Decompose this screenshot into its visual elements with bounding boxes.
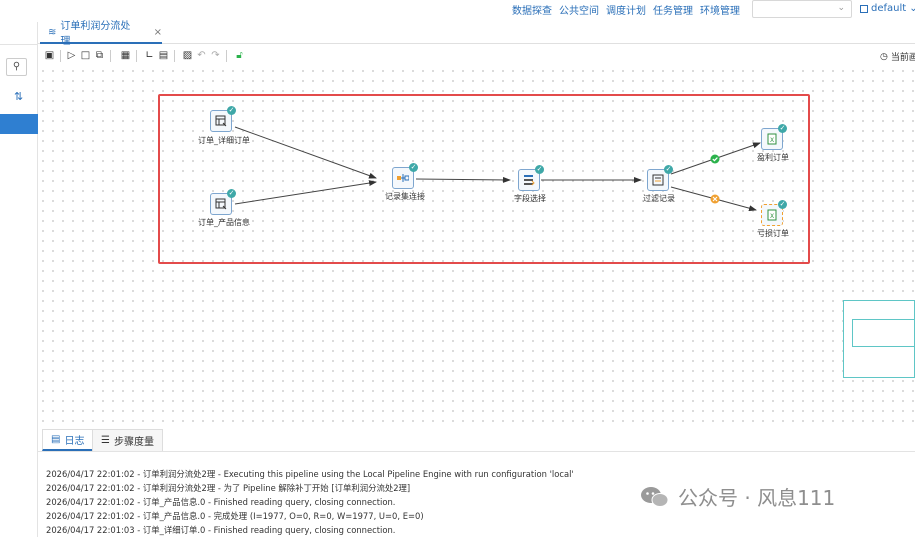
watermark-text: 公众号 · 风息111 — [678, 486, 836, 510]
preview-icon[interactable]: ⧉ — [95, 50, 104, 61]
log-icon: ▤ — [51, 434, 61, 445]
workspace-select[interactable]: default ⌄ — [860, 3, 915, 14]
check-icon: ✓ — [535, 165, 544, 174]
toolbar-separator — [174, 50, 175, 62]
step-table-input-detail[interactable]: ✓ — [210, 106, 236, 132]
undo-icon[interactable]: ↶ — [197, 50, 206, 61]
nav-public-space[interactable]: 公共空间 — [559, 6, 599, 17]
step-label: 字段选择 — [514, 194, 546, 203]
step-label: 订单_详细订单 — [198, 136, 250, 145]
table-input-icon — [215, 115, 227, 127]
toolbar-separator — [136, 50, 137, 62]
clock-icon: ◷ — [880, 51, 888, 62]
search-icon[interactable]: ⚲ — [6, 58, 27, 76]
nav-task-management[interactable]: 任务管理 — [653, 6, 693, 17]
highlight-box — [158, 94, 810, 264]
save-icon[interactable]: ▣ — [44, 50, 55, 61]
close-icon[interactable]: × — [153, 26, 162, 38]
selected-tree-item[interactable] — [0, 114, 38, 134]
log-panel: 2026/04/17 22:01:02 - 订单利润分流处2理 - Execut… — [38, 452, 915, 537]
stop-icon[interactable]: □ — [80, 50, 91, 61]
merge-join-icon — [397, 174, 409, 182]
hop-merge-to-select — [415, 176, 511, 183]
tab-pipeline[interactable]: ≋ 订单利润分流处理 × — [40, 21, 162, 47]
left-panel-divider — [0, 44, 38, 45]
minimap-viewport[interactable] — [852, 319, 915, 347]
grid-icon[interactable]: ▤ — [158, 50, 169, 61]
top-navigation: 数据探查 公共空间 调度计划 任务管理 环境管理 ⌄ default ⌄ — [0, 0, 915, 22]
workspace-icon — [860, 4, 868, 13]
log-line: 2026/04/17 22:01:02 - 订单_产品信息.0 - Finish… — [46, 497, 396, 507]
step-excel-output-profit[interactable]: X ✓ — [761, 124, 787, 150]
hop-product-to-merge — [234, 180, 377, 205]
toolbar-separator — [60, 50, 61, 62]
environment-select[interactable]: ⌄ — [752, 0, 852, 18]
top-nav-links: 数据探查 公共空间 调度计划 任务管理 环境管理 — [512, 2, 740, 17]
chevron-down-icon: ⌄ — [909, 3, 915, 14]
log-line: 2026/04/17 22:01:02 - 订单利润分流处2理 - 为了 Pip… — [46, 483, 411, 493]
canvas-status-text: 当前画 — [890, 53, 915, 63]
log-line: 2026/04/17 22:01:02 - 订单_产品信息.0 - 完成处理 (… — [46, 511, 424, 521]
nav-schedule-plan[interactable]: 调度计划 — [606, 6, 646, 17]
toolbar-separator — [226, 50, 227, 62]
tab-log-label: 日志 — [64, 436, 85, 447]
check-icon: ✓ — [227, 189, 236, 198]
hop-connections — [234, 126, 761, 212]
hop-detail-to-merge — [234, 126, 377, 179]
filter-rows-icon — [652, 174, 664, 186]
align-icon[interactable]: ▦ — [120, 50, 131, 61]
step-label: 记录集连接 — [385, 192, 425, 201]
tab-step-metrics[interactable]: ☰ 步骤度量 — [92, 429, 163, 451]
svg-text:X: X — [770, 137, 774, 144]
step-label: 过滤记录 — [643, 194, 675, 203]
left-panel: ⚲ ⇅ — [0, 22, 38, 537]
select-values-icon — [524, 175, 535, 186]
metrics-icon[interactable]: ∟ — [145, 50, 154, 61]
check-icon: ✓ — [778, 124, 787, 133]
step-label: 订单_产品信息 — [198, 218, 250, 227]
pipeline-canvas[interactable]: ✓ 订单_详细订单 ✓ 订单_产品信息 ✓ 记录集连接 ✓ 字段选择 ✓ 过滤记… — [38, 66, 915, 424]
table-input-icon — [215, 198, 227, 210]
workspace-name: default — [871, 3, 907, 14]
metrics-list-icon: ☰ — [101, 435, 110, 446]
step-table-input-product[interactable]: ✓ — [210, 189, 236, 215]
step-excel-output-loss[interactable]: X ✓ — [761, 200, 787, 226]
step-label: 盈利订单 — [757, 153, 789, 162]
excel-output-icon: X — [767, 209, 777, 221]
lock-icon[interactable]: 🔓︎ — [236, 50, 243, 61]
tab-title: 订单利润分流处理 — [60, 21, 131, 47]
image-icon[interactable]: ▨ — [182, 50, 193, 61]
tab-log[interactable]: ▤ 日志 — [42, 429, 94, 451]
check-icon: ✓ — [778, 200, 787, 209]
check-icon: ✓ — [409, 163, 418, 172]
pipeline-icon: ≋ — [48, 26, 57, 38]
canvas-minimap[interactable] — [843, 300, 915, 378]
pipeline-toolbar: ▣ ▷ □ ⧉ ▦ ∟ ▤ ▨ ↶ ↷ 🔓︎ ◷ 当前画 — [38, 46, 915, 66]
wechat-icon — [641, 486, 669, 507]
nav-environment-management[interactable]: 环境管理 — [700, 6, 740, 17]
step-label: 亏损订单 — [757, 229, 789, 238]
step-merge-join[interactable]: ✓ — [392, 163, 418, 189]
step-select-values[interactable]: ✓ — [518, 165, 544, 191]
tab-metrics-label: 步骤度量 — [113, 437, 154, 448]
excel-output-icon: X — [767, 133, 777, 145]
true-condition-icon — [710, 154, 720, 164]
nav-data-explore[interactable]: 数据探查 — [512, 6, 552, 17]
check-icon: ✓ — [664, 165, 673, 174]
step-filter-rows[interactable]: ✓ — [647, 165, 673, 191]
redo-icon[interactable]: ↷ — [211, 50, 220, 61]
bottom-panel-tabs: ▤ 日志 ☰ 步骤度量 — [38, 424, 915, 452]
toolbar-separator — [110, 50, 111, 62]
canvas-status: ◷ 当前画 — [880, 50, 915, 64]
sort-icon[interactable]: ⇅ — [14, 90, 24, 103]
chevron-down-icon: ⌄ — [837, 3, 845, 13]
watermark: 公众号 · 风息111 — [640, 482, 835, 511]
log-line: 2026/04/17 22:01:03 - 订单_详细订单.0 - Finish… — [46, 525, 396, 535]
log-line: 2026/04/17 22:01:02 - 订单利润分流处2理 - Execut… — [46, 469, 574, 479]
editor-tab-bar: ≋ 订单利润分流处理 × — [38, 21, 915, 47]
run-icon[interactable]: ▷ — [67, 50, 76, 61]
svg-text:X: X — [770, 213, 774, 220]
check-icon: ✓ — [227, 106, 236, 115]
